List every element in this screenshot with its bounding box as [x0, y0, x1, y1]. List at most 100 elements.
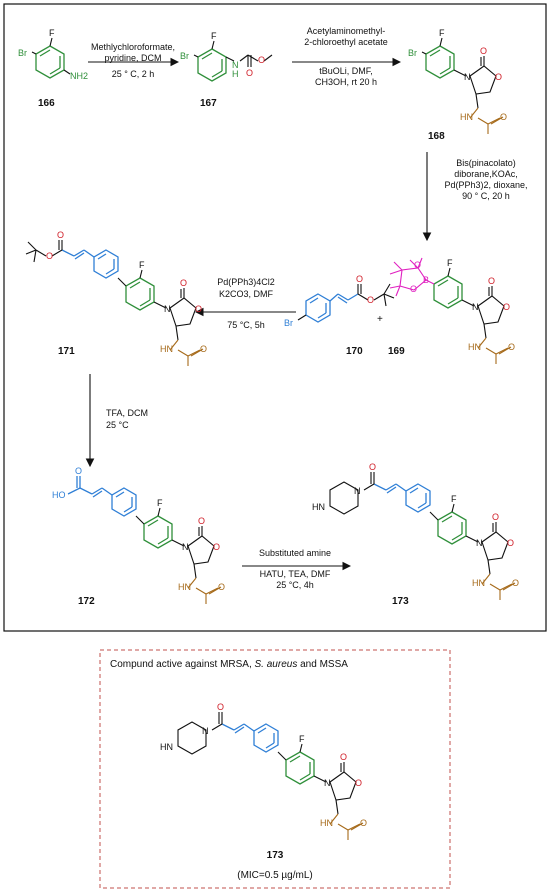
- atom-hn: HN: [472, 578, 485, 588]
- atom-o: O: [507, 538, 514, 548]
- atom-h: H: [232, 69, 239, 79]
- atom-n: N: [476, 538, 483, 548]
- atom-o: O: [356, 274, 363, 284]
- compound-label-167: 167: [200, 98, 217, 109]
- atom-br: Br: [284, 318, 293, 328]
- compound-173-summary: F N O O HN O: [277, 734, 367, 841]
- atom-b: B: [423, 275, 429, 285]
- compound-172: F N O O HN O: [135, 498, 225, 605]
- step2-line3: tBuOLi, DMF,: [319, 66, 373, 76]
- step6-line2: HATU, TEA, DMF: [260, 569, 331, 579]
- step2-line1: Acetylaminomethyl-: [307, 26, 386, 36]
- step2-line4: CH3OH, rt 20 h: [315, 77, 377, 87]
- plus-sign: +: [377, 314, 383, 325]
- step3-line2: diborane,KOAc,: [454, 169, 518, 179]
- compound-label-169: 169: [388, 346, 405, 357]
- atom-nh2: NH2: [70, 71, 88, 81]
- atom-br: Br: [18, 48, 27, 58]
- atom-o: O: [508, 342, 515, 352]
- atom-hn: HN: [160, 742, 173, 752]
- compound-label-173: 173: [392, 596, 409, 607]
- compound-171: F N O O HN O: [117, 260, 207, 367]
- atom-n: N: [202, 726, 209, 736]
- atom-o: O: [503, 302, 510, 312]
- atom-f: F: [139, 260, 145, 270]
- atom-o: O: [367, 295, 374, 305]
- atom-n: N: [324, 778, 331, 788]
- atom-f: F: [299, 734, 305, 744]
- compound-172-aryl: O HO: [52, 466, 137, 517]
- step1-line2: pyridine, DCM: [104, 53, 161, 63]
- step6-line3: 25 °C, 4h: [276, 580, 314, 590]
- atom-o: O: [355, 778, 362, 788]
- atom-o: O: [195, 304, 202, 314]
- compound-170: Br O O: [284, 274, 395, 328]
- atom-o: O: [258, 55, 265, 65]
- atom-o: O: [218, 582, 225, 592]
- atom-o: O: [369, 462, 376, 472]
- atom-o: O: [500, 112, 507, 122]
- compound-label-166: 166: [38, 98, 55, 109]
- step2-line2: 2-chloroethyl acetate: [304, 37, 388, 47]
- atom-o: O: [217, 702, 224, 712]
- compound-label-171: 171: [58, 346, 75, 357]
- atom-o: O: [488, 276, 495, 286]
- step5-line2: 25 °C: [106, 420, 129, 430]
- atom-hn: HN: [160, 344, 173, 354]
- step1-line3: 25 ° C, 2 h: [112, 69, 155, 79]
- atom-hn: HN: [320, 818, 333, 828]
- atom-o: O: [480, 46, 487, 56]
- step3-line4: 90 ° C, 20 h: [462, 191, 510, 201]
- step4-line3: 75 °C, 5h: [227, 320, 265, 330]
- step1-line1: Methlychloroformate,: [91, 42, 175, 52]
- compound-173: F N O O HN O: [429, 494, 519, 601]
- compound-label-170: 170: [346, 346, 363, 357]
- atom-o: O: [495, 72, 502, 82]
- atom-o: O: [46, 251, 53, 261]
- step5-line1: TFA, DCM: [106, 408, 148, 418]
- atom-n: N: [354, 486, 361, 496]
- compound-169: B O O F N O O HN O: [389, 257, 515, 365]
- step3-line3: Pd(PPh3)2, dioxane,: [444, 180, 527, 190]
- atom-o: O: [57, 230, 64, 240]
- step4-line1: Pd(PPh3)4Cl2: [217, 277, 275, 287]
- atom-n: N: [182, 542, 189, 552]
- atom-hn: HN: [468, 342, 481, 352]
- atom-ho: HO: [52, 490, 66, 500]
- atom-o: O: [198, 516, 205, 526]
- compound-label-172: 172: [78, 596, 95, 607]
- atom-n: N: [164, 304, 171, 314]
- atom-n: N: [464, 72, 471, 82]
- atom-o: O: [200, 344, 207, 354]
- atom-f: F: [49, 28, 55, 38]
- atom-f: F: [211, 31, 217, 41]
- step3-line1: Bis(pinacolato): [456, 158, 516, 168]
- step6-line1: Substituted amine: [259, 548, 331, 558]
- compound-167: Br F N H O O: [180, 31, 273, 82]
- atom-o: O: [414, 260, 421, 270]
- atom-br: Br: [408, 48, 417, 58]
- compound-label-173-summary: 173: [267, 850, 284, 861]
- scheme-frame: [3, 3, 547, 632]
- atom-f: F: [157, 498, 163, 508]
- atom-o: O: [180, 278, 187, 288]
- compound-166: Br F NH2: [18, 28, 88, 81]
- atom-n: N: [472, 302, 479, 312]
- compound-168: Br F N O O HN O: [408, 28, 507, 135]
- atom-br: Br: [180, 51, 189, 61]
- compound-173-summary-aryl: O N HN: [160, 702, 279, 755]
- compound-label-168: 168: [428, 131, 445, 142]
- atom-o: O: [75, 466, 82, 476]
- atom-hn: HN: [178, 582, 191, 592]
- atom-hn: HN: [460, 112, 473, 122]
- atom-o: O: [512, 578, 519, 588]
- atom-o: O: [360, 818, 367, 828]
- compound-171-aryl: O O: [25, 230, 119, 279]
- summary-title: Compund active against MRSA, S. aureus a…: [110, 659, 348, 670]
- atom-o: O: [246, 68, 253, 78]
- atom-o: O: [492, 512, 499, 522]
- atom-n: N: [232, 60, 239, 70]
- mic-value: (MIC=0.5 µg/mL): [237, 870, 313, 881]
- atom-f: F: [439, 28, 445, 38]
